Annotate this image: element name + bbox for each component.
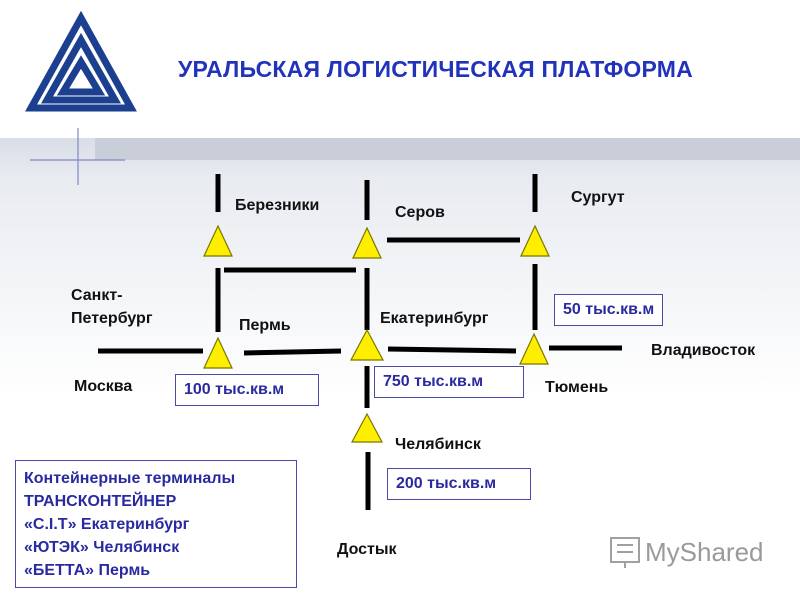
watermark-text: MyShared: [645, 537, 764, 567]
label-vladivostok: Владивосток: [651, 342, 756, 359]
node-berezniki: [203, 224, 233, 257]
label-perm: Пермь: [239, 317, 291, 334]
background-strip: [95, 138, 800, 160]
legend-item: «БЕТТА» Пермь: [24, 562, 151, 579]
label-tyumen: Тюмень: [545, 379, 609, 396]
node-ekaterinburg: [350, 328, 384, 361]
route-perm-ekb: [243, 348, 342, 356]
legend-item: Контейнерные терминалы: [24, 470, 236, 487]
label-spb-line2: Петербург: [71, 310, 153, 327]
legend-item: ТРАНСКОНТЕЙНЕР: [24, 493, 177, 510]
label-ekaterinburg: Екатеринбург: [380, 310, 489, 327]
area-box-tyumen: 50 тыс.кв.м: [554, 294, 664, 326]
node-chelyabinsk: [350, 412, 384, 443]
node-triangles: [203, 224, 550, 443]
watermark-icon: [610, 537, 640, 568]
label-moskva: Москва: [74, 378, 133, 395]
area-box-ekaterinburg: 750 тыс.кв.м: [374, 366, 524, 398]
area-box-perm: 100 тыс.кв.м: [175, 374, 319, 406]
route-ekb-tyumen: [387, 346, 517, 354]
legend-item: «ЮТЭК» Челябинск: [24, 539, 180, 556]
legend-box: Контейнерные терминалы ТРАНСКОНТЕЙНЕР «С…: [15, 460, 297, 588]
label-dostyk: Достык: [337, 541, 397, 558]
page-title: УРАЛЬСКАЯ ЛОГИСТИЧЕСКАЯ ПЛАТФОРМА: [178, 56, 693, 82]
area-box-chelyabinsk: 200 тыс.кв.м: [387, 468, 531, 500]
node-tyumen: [519, 332, 549, 365]
node-serov: [352, 226, 382, 259]
label-chelyabinsk: Челябинск: [395, 436, 481, 453]
route-lines: [98, 174, 622, 510]
node-surgut: [520, 224, 550, 257]
sparkle-decoration: [30, 128, 125, 185]
logo-icon: [25, 10, 137, 112]
legend-item: «С.I.T» Екатеринбург: [24, 516, 190, 533]
label-serov: Серов: [395, 204, 445, 221]
label-surgut: Сургут: [571, 189, 625, 206]
label-berezniki: Березники: [235, 197, 320, 214]
node-perm: [203, 336, 233, 369]
label-spb-line1: Санкт-: [71, 287, 123, 304]
